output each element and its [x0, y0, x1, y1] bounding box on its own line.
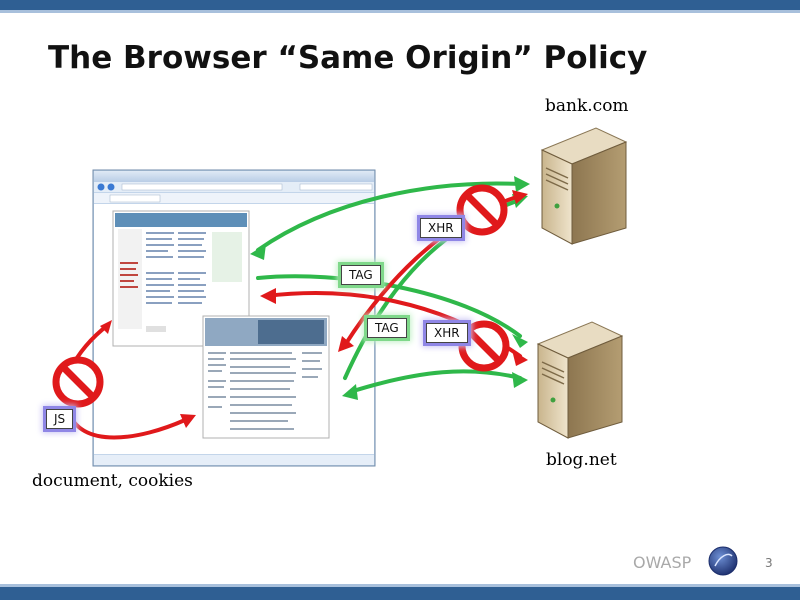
- green-arrowhead-5: [512, 372, 528, 388]
- xhr-label-top: XHR: [420, 218, 462, 238]
- js-label: JS: [46, 409, 73, 429]
- bank-server-icon: [542, 128, 626, 244]
- blog-page-thumbnail: [203, 316, 329, 438]
- tag-label-upper: TAG: [341, 265, 381, 285]
- green-arrowhead-1: [514, 176, 530, 192]
- owasp-logo-icon: [709, 547, 737, 575]
- bank-server-label: bank.com: [545, 96, 629, 116]
- xhr-label-bottom: XHR: [426, 323, 468, 343]
- blog-server-label: blog.net: [546, 450, 617, 470]
- prohibited-icon-top: [460, 188, 504, 232]
- page-number: 3: [765, 556, 773, 570]
- prohibited-icon-js: [56, 360, 100, 404]
- prohibited-icon-bottom: [462, 324, 506, 368]
- red-arrowhead-2: [512, 350, 528, 366]
- tag-label-lower: TAG: [367, 318, 407, 338]
- browser-caption: document, cookies: [32, 471, 193, 491]
- blog-server-icon: [538, 322, 622, 438]
- footer-brand: OWASP: [633, 553, 691, 572]
